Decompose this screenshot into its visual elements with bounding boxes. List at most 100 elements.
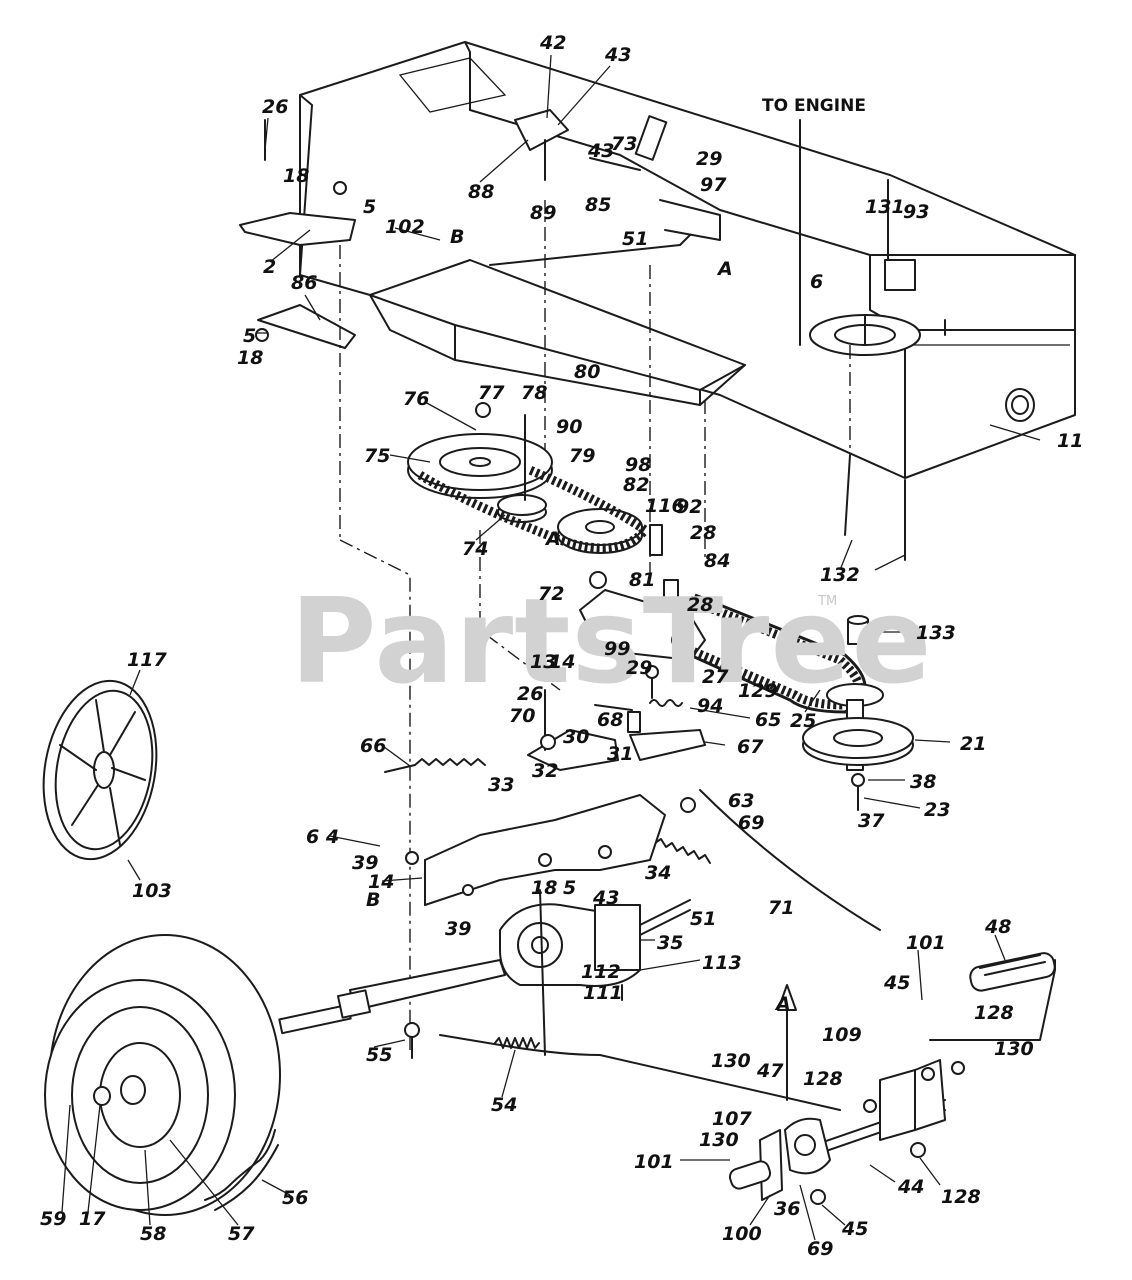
part-callout-c-103: 103 [132,880,172,902]
part-callout-c-B1: B [450,226,465,248]
part-callout-c-73: 73 [611,133,638,155]
part-callout-c-5a: 5 [363,196,377,218]
part-callout-c-63: 63 [728,790,755,812]
footrest-plate [369,234,746,406]
part-callout-c-38: 38 [910,771,937,793]
part-callout-c-14b: 14 [368,871,395,893]
part-callout-c-69b: 69 [807,1238,834,1260]
part-callout-c-130b: 130 [711,1050,751,1072]
part-callout-c-99: 99 [604,638,631,660]
part-callout-c-81: 81 [629,569,656,591]
part-callout-c-30: 30 [563,726,590,748]
part-callout-c-80: 80 [574,361,601,383]
part-callout-c-B2: B [366,889,381,911]
part-callout-c-14a: 14 [549,651,576,673]
part-callout-c-112: 112 [581,961,621,983]
part-callout-c-97: 97 [700,174,727,196]
idler-bracket-assembly [579,524,867,714]
front-brackets [239,119,356,349]
pedal-assembly [728,952,1056,1205]
part-callout-c-132: 132 [820,564,860,586]
part-callout-c-43b: 43 [588,140,615,162]
part-callout-c-5c: 5 [563,877,577,899]
part-callout-c-45a: 45 [884,972,911,994]
part-callout-c-78: 78 [521,382,548,404]
part-callout-c-128a: 128 [974,1002,1014,1024]
frame-assembly [299,41,1076,479]
transmission-pulleys [407,402,652,554]
part-callout-c-101b: 101 [634,1151,674,1173]
part-callout-c-43c: 43 [593,887,620,909]
part-callout-c-55: 55 [366,1044,393,1066]
part-callout-c-65: 65 [755,709,782,731]
part-callout-c-A2: A [546,528,561,550]
part-callout-c-89: 89 [530,202,557,224]
part-callout-c-101a: 101 [906,932,946,954]
part-callout-c-56: 56 [282,1187,309,1209]
part-callout-c-27: 27 [702,666,729,688]
part-callout-c-26a: 26 [262,96,289,118]
part-callout-c-18b: 18 [237,347,264,369]
engine-pulley [802,454,914,811]
part-callout-c-92: 92 [676,496,703,518]
part-callout-c-39a: 39 [352,852,379,874]
part-callout-c-68: 68 [597,709,624,731]
part-callout-c-2: 2 [263,256,277,278]
part-callout-c-129: 129 [738,680,778,702]
part-callout-c-34: 34 [645,862,672,884]
part-callout-c-43a: 43 [605,44,632,66]
to-engine-note: TO ENGINE [762,96,866,116]
part-callout-c-100: 100 [722,1223,762,1245]
transaxle [278,899,691,1059]
part-callout-c-130c: 130 [699,1129,739,1151]
part-callout-c-45b: 45 [842,1218,869,1240]
part-callout-c-131: 131 [865,196,905,218]
part-callout-c-67: 67 [737,736,764,758]
part-callout-c-58: 58 [140,1223,167,1245]
shift-mechanism-top [514,109,668,181]
part-callout-c-88: 88 [468,181,495,203]
part-callout-c-5b: 5 [243,325,257,347]
part-callout-c-44: 44 [898,1176,925,1198]
part-callout-c-72: 72 [538,583,565,605]
part-callout-c-A1: A [718,258,733,280]
part-callout-c-32: 32 [532,760,559,782]
part-callout-c-64: 6 4 [306,826,340,848]
part-callout-c-86: 86 [291,272,318,294]
part-callout-c-6: 6 [810,271,824,293]
part-callout-c-59: 59 [40,1208,67,1230]
control-rods [439,789,881,1111]
part-callout-c-54: 54 [491,1094,518,1116]
part-callout-c-76: 76 [403,388,430,410]
part-callout-c-133: 133 [916,622,956,644]
rear-wheel [44,934,281,1216]
part-callout-c-29b: 29 [626,657,653,679]
part-callout-c-128b: 128 [803,1068,843,1090]
part-callout-c-75: 75 [364,445,391,467]
part-callout-c-66: 66 [360,735,387,757]
part-callout-c-109: 109 [822,1024,862,1046]
part-callout-c-13: 13 [530,651,557,673]
part-callout-c-17: 17 [79,1208,106,1230]
part-callout-c-85: 85 [585,194,612,216]
part-callout-c-116: 116 [645,495,685,517]
part-callout-c-69a: 69 [738,812,765,834]
part-callout-c-37: 37 [858,810,885,832]
part-callout-c-98: 98 [625,454,652,476]
part-callout-c-94: 94 [697,695,724,717]
part-callout-c-47: 47 [757,1060,784,1082]
clutch-bracket [527,689,706,771]
part-callout-c-77: 77 [478,382,505,404]
part-callout-c-33: 33 [488,774,515,796]
hubcap [42,679,158,861]
watermark-brand: PartsTree [290,572,933,710]
part-callout-c-79: 79 [569,445,596,467]
part-callout-c-39b: 39 [445,918,472,940]
part-callout-c-84: 84 [704,550,731,572]
part-callout-c-42: 42 [540,32,567,54]
part-callout-c-130a: 130 [994,1038,1034,1060]
part-callout-c-31: 31 [607,743,634,765]
part-callout-c-21: 21 [960,733,987,755]
part-callout-c-48: 48 [985,916,1012,938]
part-callout-c-18a: 18 [283,165,310,187]
